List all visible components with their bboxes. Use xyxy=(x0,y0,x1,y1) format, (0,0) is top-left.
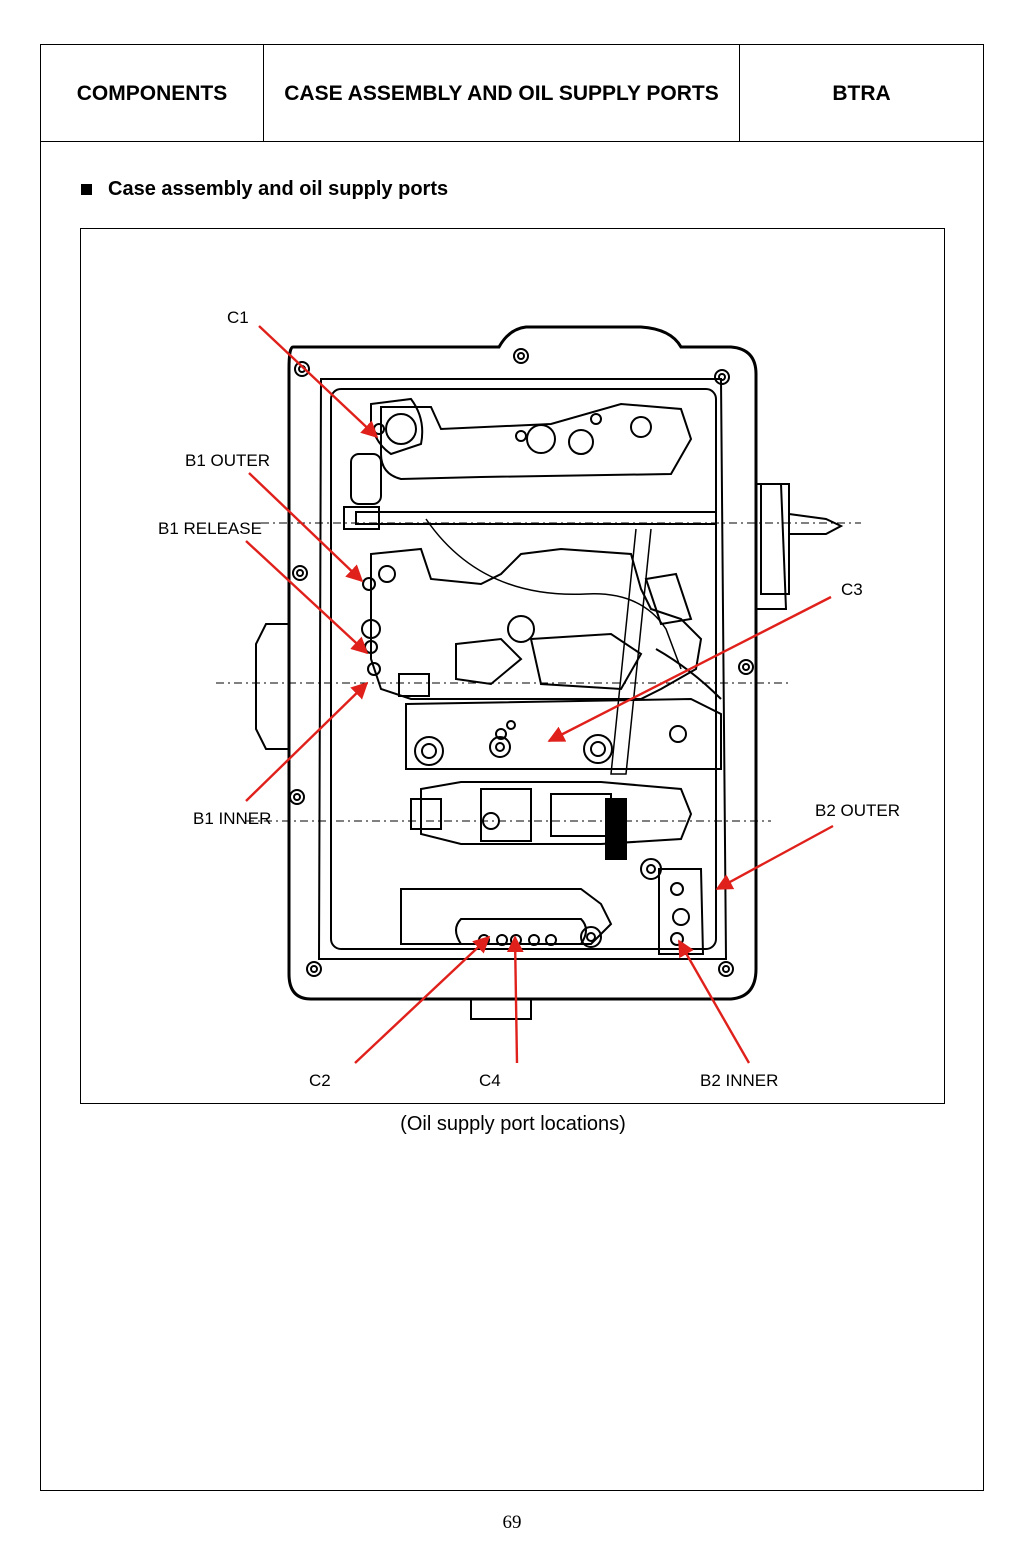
label-b1-inner: B1 INNER xyxy=(193,809,271,828)
section-title: Case assembly and oil supply ports xyxy=(108,178,449,200)
leader-lines xyxy=(245,325,834,1064)
label-b2-outer: B2 OUTER xyxy=(815,801,900,820)
callout-labels: C1 B1 OUTER B1 RELEASE C3 B1 INNER B2 OU… xyxy=(158,308,900,1090)
diagram-figure: C1 B1 OUTER B1 RELEASE C3 B1 INNER B2 OU… xyxy=(80,228,945,1104)
header-brand: BTRA xyxy=(832,81,891,105)
leader-c3 xyxy=(547,595,832,743)
centerlines xyxy=(216,522,861,822)
leader-c1 xyxy=(258,325,379,439)
leader-c4 xyxy=(506,935,524,1064)
label-b1-outer: B1 OUTER xyxy=(185,451,270,470)
case-assembly-drawing: C1 B1 OUTER B1 RELEASE C3 B1 INNER B2 OU… xyxy=(158,308,900,1090)
leader-b1-outer xyxy=(248,472,364,583)
leader-b2-outer xyxy=(715,824,834,891)
leader-b1-release xyxy=(245,540,369,655)
label-c3: C3 xyxy=(841,580,863,599)
header-components: COMPONENTS xyxy=(41,45,264,141)
label-b1-release: B1 RELEASE xyxy=(158,519,262,538)
label-c1: C1 xyxy=(227,308,249,327)
label-c4: C4 xyxy=(479,1071,501,1090)
page-frame: COMPONENTS CASE ASSEMBLY AND OIL SUPPLY … xyxy=(40,44,984,1491)
section-heading: Case assembly and oil supply ports xyxy=(81,178,448,201)
leader-c2 xyxy=(354,935,491,1064)
label-b2-inner: B2 INNER xyxy=(700,1071,778,1090)
leader-b2-inner xyxy=(677,939,751,1064)
label-c2: C2 xyxy=(309,1071,331,1090)
case-outline xyxy=(255,325,844,1020)
header-title: CASE ASSEMBLY AND OIL SUPPLY PORTS xyxy=(264,45,740,141)
page-number: 69 xyxy=(502,1512,522,1533)
figure-caption: (Oil supply port locations) xyxy=(400,1113,626,1135)
leader-b1-inner xyxy=(245,681,369,802)
page-header: COMPONENTS CASE ASSEMBLY AND OIL SUPPLY … xyxy=(41,45,983,142)
square-bullet-icon xyxy=(81,184,92,195)
